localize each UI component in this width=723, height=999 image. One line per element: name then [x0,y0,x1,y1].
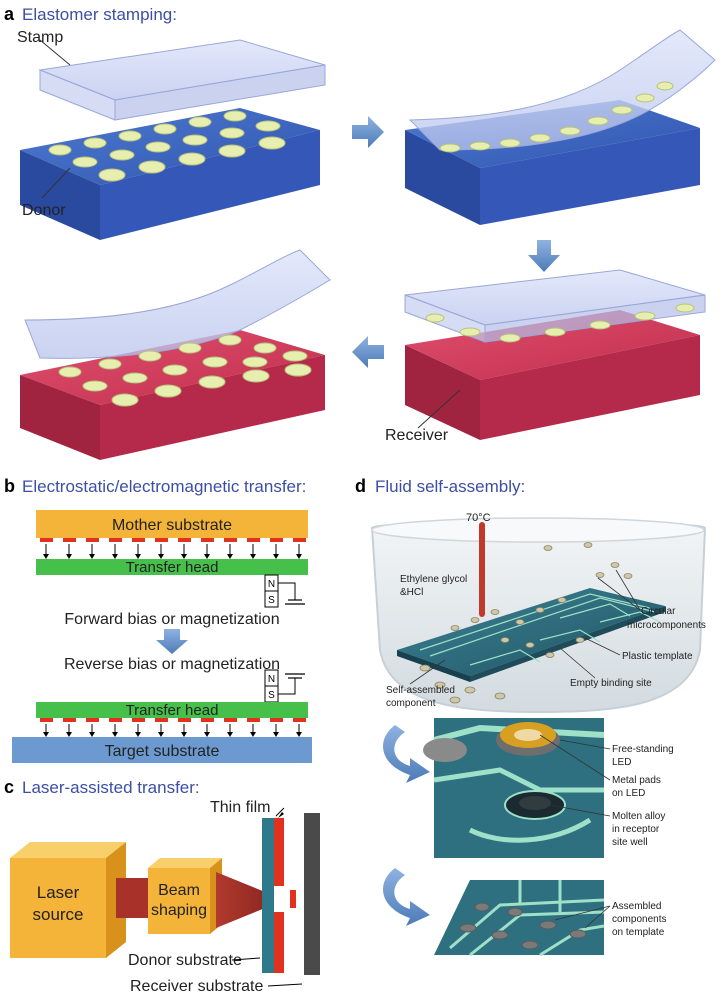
panel-a-letter: a [4,4,15,24]
stamp-side-right [114,64,326,121]
field-arrows-2 [45,724,300,734]
assembled-label-line1: Assembled [612,901,661,912]
transfer-head-2-label: Transfer head [126,702,219,719]
panel-c-title: Laser-assisted transfer: [22,778,200,797]
scene-stamp-on-receiver: Receiver [385,269,706,444]
curved-arrow-1 [383,725,430,783]
panel-d-title: Fluid self-assembly: [375,477,525,496]
panel-b-title: Electrostatic/electromagnetic transfer: [22,477,306,496]
svg-text:N: N [268,674,275,685]
curved-arrow-2 [383,868,430,926]
metal-pads-label-line2: on LED [612,788,645,799]
donor-side-right [100,130,320,240]
laser-label-line1: Laser [37,883,80,902]
donor-substrate-label: Donor substrate [128,952,242,969]
panel-c-letter: c [4,777,14,797]
panel-b: b Electrostatic/electromagnetic transfer… [4,476,312,763]
beam-shaping-box [148,868,210,934]
molten-label-line3: site well [612,837,648,848]
zoom-assembled [434,880,605,957]
molten-label-line2: in receptor [612,824,660,835]
assembled-components [459,902,587,950]
magnet-1-s [264,590,279,608]
transfer-head-1 [36,559,308,575]
arrow-down-b [156,629,188,654]
molten-label-line1: Molten alloy [612,811,665,822]
beam-label-line2: shaping [151,902,207,919]
reverse-bias-text: Reverse bias or magnetization [64,656,280,673]
panel-b-letter: b [4,476,15,496]
target-substrate [12,737,312,763]
laser-source-box [10,858,106,958]
plastic-template-label: Plastic template [622,651,693,662]
mother-substrate-label: Mother substrate [112,517,232,534]
printed-chips [58,334,312,407]
panel-c: c Laser-assisted transfer: Laser source … [4,777,320,995]
forward-bias-text: Forward bias or magnetization [64,611,279,628]
donor-substrate [262,818,274,973]
microcomponents [419,542,633,704]
donor-chips [48,110,286,182]
free-standing-label-line1: Free-standing [612,744,674,755]
transfer-head-1-label: Transfer head [126,559,219,576]
circular-label-line1: Circular [641,606,676,617]
panel-a-title: Elastomer stamping: [22,5,177,24]
laser-label-line2: source [32,905,83,924]
self-assembled-label-line1: Self-assembled [386,685,455,696]
self-assembled-label-line2: component [386,698,436,709]
laser-beam-in [116,878,148,918]
assembled-label-line2: components [612,914,666,925]
svg-text:N: N [268,579,275,590]
transferred-pixel [290,890,296,908]
scene-peel-stamp [405,29,716,225]
circular-label-line2: microcomponents [627,620,706,631]
scene-printed-receiver [20,249,331,460]
donor-side-left [20,150,100,240]
receiver-substrate [304,813,320,975]
thin-film-label: Thin film [210,799,270,816]
solution-label-line1: Ethylene glycol [400,574,467,585]
mother-substrate [36,510,308,538]
thermometer [479,522,485,617]
receiver-label: Receiver [385,427,449,444]
arrow-down [528,240,560,272]
panel-d-letter: d [355,476,366,496]
empty-binding-site-label: Empty binding site [570,678,652,689]
svg-text:S: S [268,690,275,701]
scene-donor-with-stamp: Stamp Donor [17,29,326,240]
focused-beam [216,872,270,928]
receiver-substrate-label: Receiver substrate [130,978,263,995]
stamp2-curved [408,29,716,151]
mother-pads [40,538,306,542]
zoom-led-on-site [423,718,605,858]
target-substrate-label: Target substrate [105,743,220,760]
donor-leader [41,167,71,199]
free-standing-label-line2: LED [612,757,631,768]
solution-label-line2: &HCl [400,587,423,598]
panel-a: a Elastomer stamping: Stamp Donor [4,4,716,460]
svg-text:S: S [268,595,275,606]
metal-pads-label-line1: Metal pads [612,775,661,786]
beam-label-line1: Beam [158,882,200,899]
stamp-leader [39,39,71,66]
temperature-label: 70°C [466,512,491,524]
receiver-top [405,310,700,380]
arrow-left [352,336,384,368]
field-arrows-1 [45,544,300,556]
arrow-right [352,116,384,148]
receiver-leader [417,389,461,429]
plastic-template-shape [397,588,665,676]
stamp-label: Stamp [17,29,63,46]
donor-label: Donor [22,202,66,219]
panel-d: d Fluid self-assembly: 70°C Ethylene gly… [355,476,707,957]
stamp4-curved [24,249,331,359]
transfer-head-2 [36,702,308,718]
assembled-label-line3: on template [612,927,665,938]
